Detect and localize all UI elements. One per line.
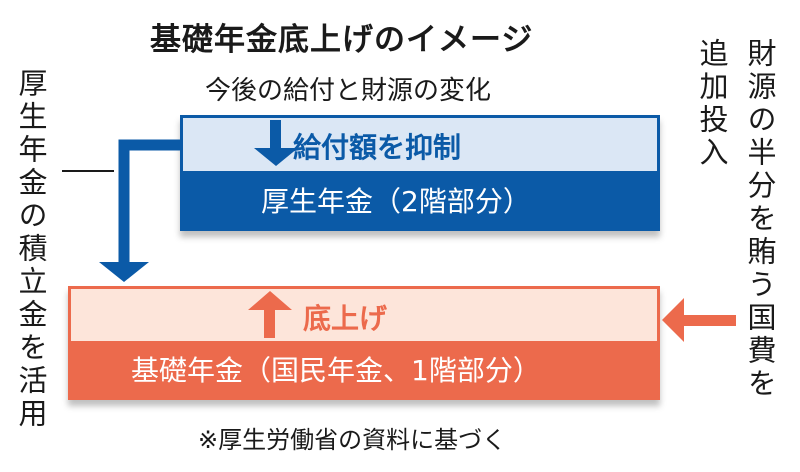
national-funds-arrow-shaft <box>680 315 736 326</box>
raise-arrow-shaft <box>264 308 275 338</box>
transfer-arrow-head-icon <box>99 262 149 282</box>
left-note: 厚生年金の積立金を活用 <box>14 68 48 431</box>
footnote: ※厚生労働省の資料に基づく <box>198 426 507 454</box>
raise-label: 底上げ <box>303 302 388 335</box>
basic-pension-top: 底上げ <box>71 289 657 341</box>
up-arrow-icon <box>248 291 292 310</box>
benefit-cut-label: 給付額を抑制 <box>293 131 462 164</box>
left-arrow-icon <box>662 298 684 342</box>
employee-pension-top: 給付額を抑制 <box>183 118 657 171</box>
basic-pension-label: 基礎年金（国民年金、1階部分） <box>131 354 541 387</box>
title: 基礎年金底上げのイメージ <box>150 22 534 58</box>
subtitle: 今後の給付と財源の変化 <box>205 76 492 106</box>
employee-pension-label: 厚生年金（2階部分） <box>261 185 531 218</box>
down-arrow-icon <box>254 148 298 166</box>
right-note-line1: 財源の半分を賄う国費を <box>743 38 777 401</box>
basic-pension-box: 底上げ 基礎年金（国民年金、1階部分） <box>68 286 660 400</box>
employee-pension-box: 給付額を抑制 厚生年金（2階部分） <box>180 115 660 231</box>
benefit-cut-arrow-shaft <box>270 120 281 150</box>
transfer-arrow-shaft <box>118 139 180 265</box>
right-note-line2: 追加投入 <box>695 38 729 170</box>
